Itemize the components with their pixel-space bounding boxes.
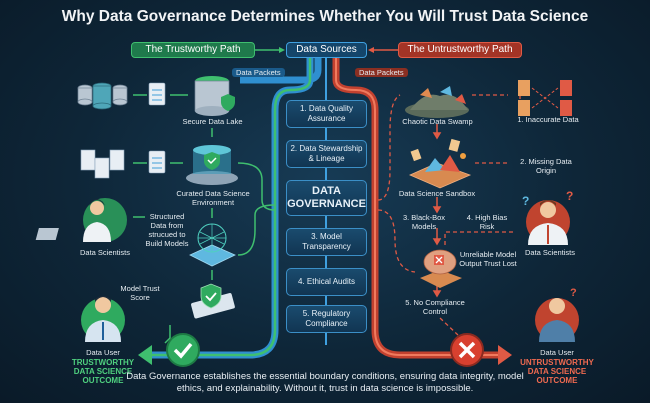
high-bias-label: 4. High Bias Risk: [466, 213, 508, 231]
unreliable-output-label: Unreliable Model Output Trust Lost: [459, 250, 517, 268]
model-network-icon: [189, 223, 236, 267]
svg-text:?: ?: [566, 189, 573, 203]
data-user-right-label: Data User: [540, 348, 574, 357]
black-box-label: 3. Black-Box Models: [402, 213, 446, 231]
curated-environment-label: Curated Data Science Environment: [176, 189, 250, 207]
governance-step-3: 3. Model Transparency: [286, 228, 367, 256]
footer-summary: Data Governance establishes the essentia…: [0, 371, 650, 396]
data-swamp-label: Chaotic Data Swamp: [402, 117, 473, 126]
curated-environment-icon: [186, 145, 238, 185]
untrustworthy-arrow-icon: [498, 345, 512, 365]
data-packets-left: Data Packets: [232, 68, 285, 77]
data-sandbox-icon: [409, 138, 472, 189]
inaccurate-data-label: 1. Inaccurate Data: [517, 115, 579, 124]
data-scientist-icon: [35, 198, 127, 242]
check-circle-icon: [166, 333, 200, 367]
missing-origin-label: 2. Missing Data Origin: [520, 157, 572, 175]
trustworthy-arrow-icon: [138, 345, 152, 365]
inaccurate-data-icon: [518, 80, 572, 116]
svg-text:?: ?: [570, 287, 577, 299]
structured-data-label: Structured Data from strucued to Build M…: [145, 212, 189, 248]
data-sandbox-label: Data Science Sandbox: [398, 189, 476, 198]
governance-step-1: 1. Data Quality Assurance: [286, 100, 367, 128]
trustworthy-path-label: The Trustworthy Path: [131, 42, 255, 58]
data-scientists-label-left: Data Scientists: [79, 248, 131, 257]
untrustworthy-outcome: UNTRUSTWORTHY DATA SCIENCE OUTCOME: [520, 358, 594, 386]
model-trust-score-label: Model Trust Score: [120, 284, 160, 302]
data-governance-core: DATA GOVERNANCE: [286, 180, 367, 216]
x-circle-icon: [450, 333, 484, 367]
data-user-trust-icon: [81, 296, 125, 342]
untrustworthy-path-label: The Untrustworthy Path: [398, 42, 522, 58]
secure-data-lake-label: Secure Data Lake: [182, 117, 243, 126]
governance-step-5: 5. Regulatory Compliance: [286, 305, 367, 333]
data-packets-right: Data Packets: [355, 68, 408, 77]
untrustworthy-pipe-line: [335, 58, 500, 356]
data-user-left-label: Data User: [86, 348, 120, 357]
data-swamp-icon: [405, 86, 469, 118]
svg-text:?: ?: [522, 194, 529, 208]
no-compliance-label: 5. No Compliance Control: [405, 298, 465, 316]
confused-data-scientist-icon: [526, 200, 570, 245]
governance-step-2: 2. Data Stewardship & Lineage: [286, 140, 367, 168]
data-user-distrust-icon: [535, 298, 579, 342]
database-icons: [77, 82, 128, 110]
data-sources-label: Data Sources: [286, 42, 367, 58]
data-scientists-label-right: Data Scientists: [524, 248, 576, 257]
footer-text: Data Governance establishes the essentia…: [126, 371, 524, 395]
secure-data-lake-icon: [194, 76, 235, 116]
governance-step-4: 4. Ethical Audits: [286, 268, 367, 296]
page-title: Why Data Governance Determines Whether Y…: [61, 8, 589, 25]
trustworthy-outcome: TRUSTWORTHY DATA SCIENCE OUTCOME: [71, 358, 135, 386]
model-trust-score-icon: [191, 283, 235, 319]
trustworthy-pipe-line: [150, 58, 312, 357]
unreliable-model-brain-icon: [420, 249, 462, 288]
